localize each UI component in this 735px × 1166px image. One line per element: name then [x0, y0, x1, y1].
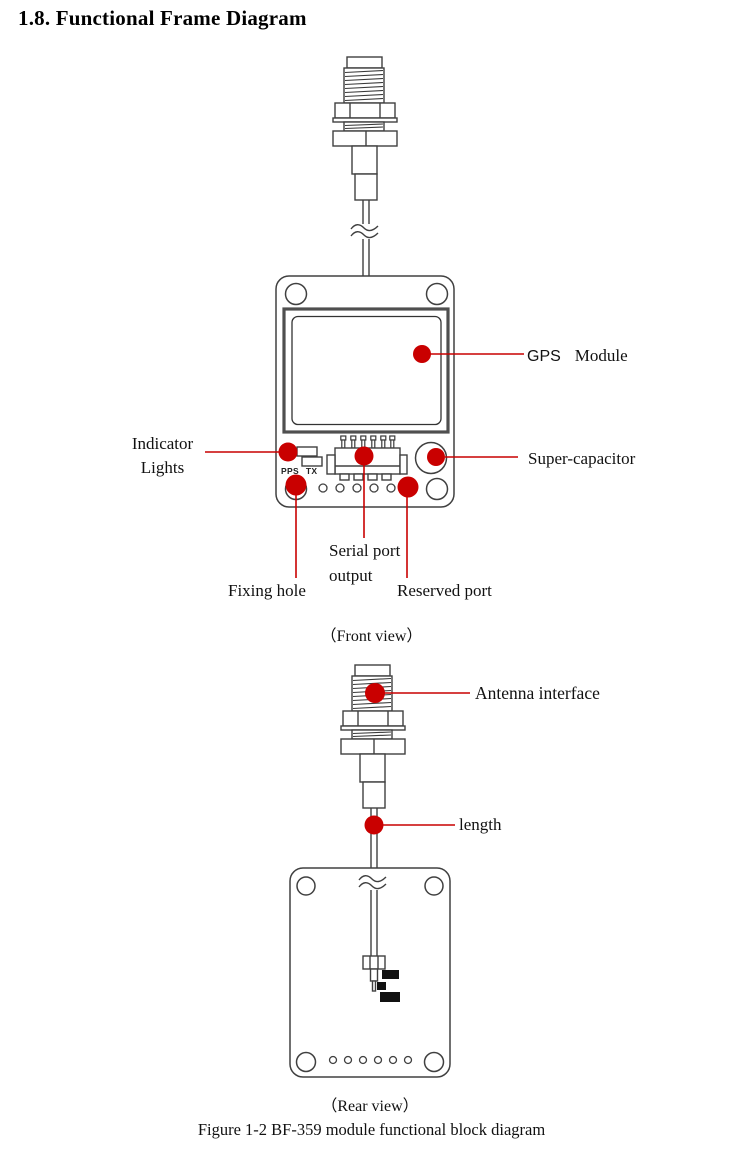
front-markers [205, 345, 524, 578]
led-silkscreen-labels: PPS TX [281, 466, 317, 476]
rear-view-caption: （Rear view） [321, 1098, 419, 1115]
gps-module-label-part1: GPS [527, 348, 561, 365]
gps-patch-antenna [282, 307, 450, 434]
cable-break-icon [358, 875, 387, 890]
serial-port-output-label-line1: Serial port [329, 541, 401, 560]
super-capacitor-marker [427, 448, 518, 466]
front-module-drawing [275, 275, 455, 508]
reserved-port-marker [397, 476, 419, 578]
gps-module-label-part2: Module [574, 346, 628, 365]
reserved-port-label: Reserved port [397, 581, 492, 600]
cable-break-icon [350, 224, 379, 239]
antenna-interface-marker [365, 683, 470, 703]
serial-connector [326, 435, 408, 481]
serial-port-output-label-line2: output [329, 565, 373, 585]
figure-caption: Figure 1-2 BF-359 module functional bloc… [197, 1120, 546, 1139]
front-antenna-connector-drawing [332, 56, 398, 277]
pps-led-label: PPS [281, 466, 299, 476]
smd-components [377, 970, 400, 1002]
rear-cable-drawing [358, 875, 400, 1002]
ipex-connector [362, 955, 386, 992]
rear-port-holes [328, 1055, 413, 1065]
indicator-lights-label: Indicator Lights [105, 432, 220, 479]
super-capacitor-label: Super-capacitor [528, 449, 636, 468]
fixing-hole-marker [285, 474, 307, 578]
gps-module-label: GPS Module [527, 346, 628, 366]
fixing-hole-label: Fixing hole [228, 581, 306, 600]
length-marker [364, 815, 455, 835]
rear-markers [364, 683, 470, 835]
length-label: length [459, 815, 502, 834]
front-view-caption: （Front view） [320, 628, 423, 645]
indicator-lights-label-line1: Indicator [131, 434, 194, 453]
indicator-lights-marker [205, 442, 298, 462]
serial-port-marker [354, 446, 374, 538]
indicator-lights-label-line2: Lights [140, 457, 185, 477]
tx-led-label: TX [305, 466, 318, 476]
antenna-interface-label: Antenna interface [475, 683, 600, 703]
rear-corner-holes [295, 876, 445, 1073]
gps-module-marker [413, 345, 524, 363]
section-title: 1.8. Functional Frame Diagram [18, 6, 307, 30]
serial-port-output-label: Serial port output [329, 539, 400, 588]
